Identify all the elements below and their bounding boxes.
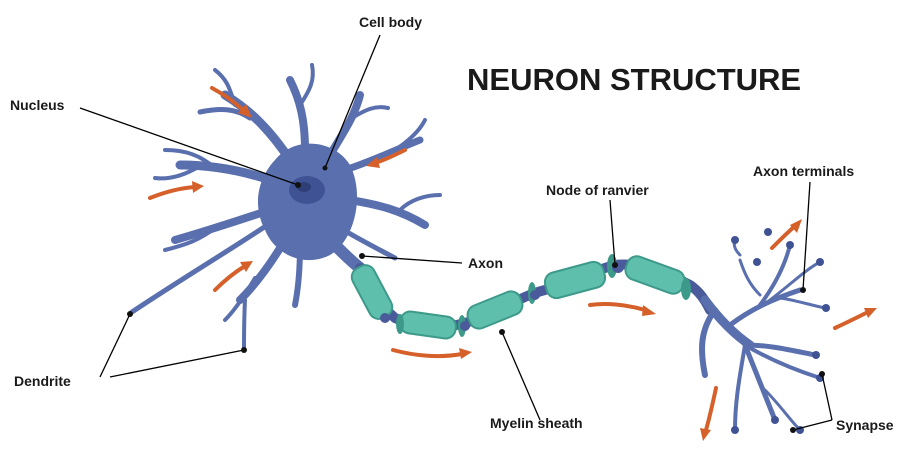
label-axon-terminals: Axon terminals — [753, 163, 854, 179]
label-node-of-ranvier: Node of ranvier — [546, 182, 649, 198]
label-dendrite: Dendrite — [14, 373, 71, 389]
terminal-knobs — [731, 228, 830, 434]
axon-terminal-branches — [702, 240, 825, 430]
diagram-title: NEURON STRUCTURE — [467, 62, 801, 97]
label-cell-body: Cell body — [359, 14, 422, 30]
label-nucleus: Nucleus — [10, 97, 65, 113]
label-myelin-sheath: Myelin sheath — [490, 415, 583, 431]
leader-dots — [127, 166, 825, 434]
axon-hillock — [335, 245, 360, 268]
label-axon: Axon — [468, 255, 503, 271]
label-synapse: Synapse — [836, 417, 894, 433]
